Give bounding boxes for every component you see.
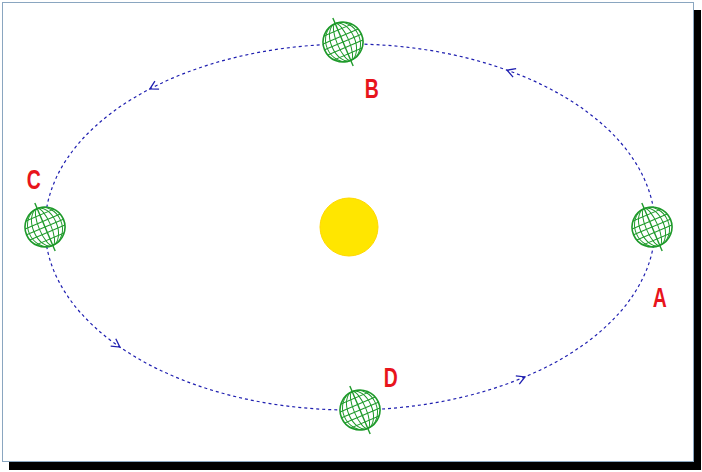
direction-arrow — [150, 81, 159, 89]
direction-arrow — [516, 376, 525, 384]
direction-arrow — [111, 339, 120, 347]
position-label: D — [384, 365, 398, 392]
orbit-path — [45, 44, 655, 410]
position-label: B — [365, 76, 379, 103]
earth-globe — [331, 378, 388, 441]
earth-globe — [314, 10, 371, 73]
sun — [320, 198, 378, 256]
position-label: C — [27, 167, 41, 194]
earth-globe — [623, 195, 680, 258]
earth-globe — [16, 195, 73, 258]
direction-arrow — [507, 69, 516, 77]
position-label: A — [653, 285, 667, 312]
